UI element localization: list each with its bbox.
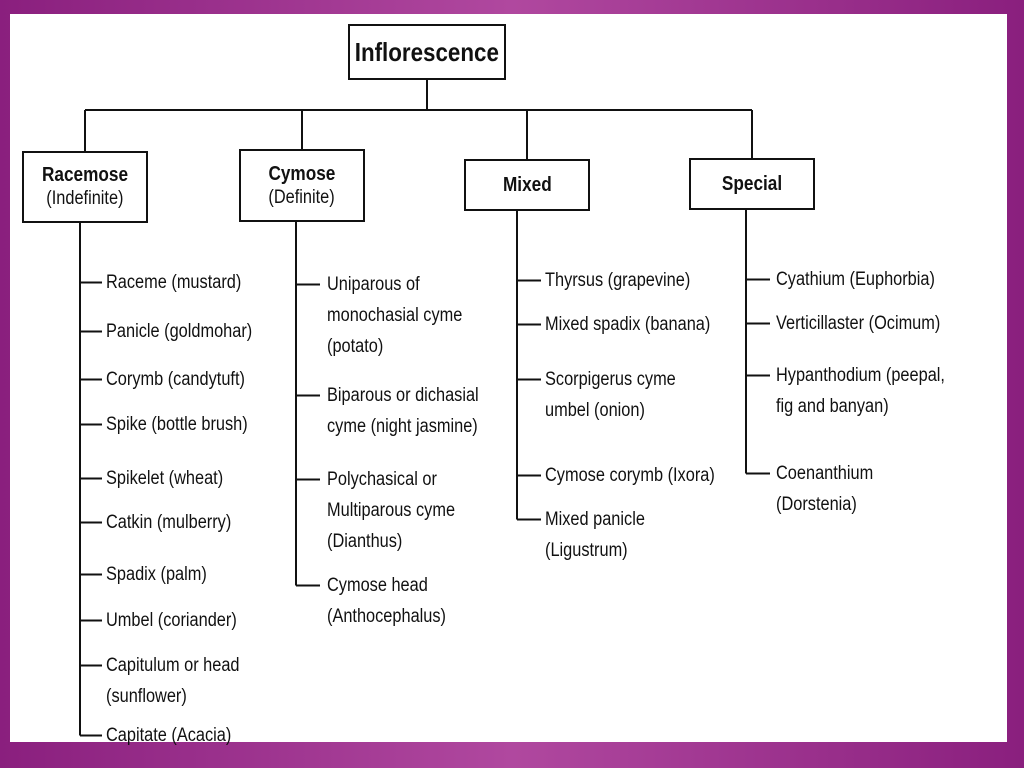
category-name: Cymose [268,162,336,185]
list-item: Catkin (mulberry) [106,512,232,533]
list-item: Cymose head [327,575,428,596]
tree-connectors [79,80,770,737]
list-item: Spike (bottle brush) [106,414,248,435]
list-item: Spadix (palm) [106,564,207,585]
list-item: umbel (onion) [545,400,645,421]
list-item: (Dianthus) [327,531,403,552]
category-subtitle: (Definite) [268,186,336,208]
category-node: Mixed [464,159,590,211]
list-item: cyme (night jasmine) [327,416,478,437]
list-item: Mixed panicle [545,509,645,530]
category-node: Racemose(Indefinite) [22,151,148,223]
list-item: (Dorstenia) [776,494,857,515]
list-item: Cyathium (Euphorbia) [776,269,935,290]
list-item: Spikelet (wheat) [106,468,224,489]
category-name: Special [721,173,783,195]
list-item: Coenanthium [776,463,874,484]
list-item: Capitate (Acacia) [106,725,232,746]
list-item: (Ligustrum) [545,540,628,561]
list-item: fig and banyan) [776,396,889,417]
list-item: Hypanthodium (peepal, [776,365,945,386]
category-name: Mixed [502,174,552,196]
list-item: Mixed spadix (banana) [545,314,711,335]
root-node: Inflorescence [348,24,506,80]
list-item: Verticillaster (Ocimum) [776,313,941,334]
slide-sheet: Inflorescence Racemose(Indefinite) Raceme… [10,14,1007,746]
list-item: Raceme (mustard) [106,272,242,293]
list-item: Biparous or dichasial [327,385,479,406]
list-item: Corymb (candytuft) [106,369,245,390]
list-item: (Anthocephalus) [327,606,447,627]
category-subtitle: (Indefinite) [46,188,124,209]
list-item: monochasial cyme [327,305,463,326]
list-item: (potato) [327,336,384,357]
list-item: Umbel (coriander) [106,610,237,631]
list-item: Polychasical or [327,469,437,490]
list-item: Uniparous of [327,274,420,295]
category-name: Racemose [41,164,129,186]
list-item: (sunflower) [106,686,187,707]
category-node: Cymose(Definite) [239,149,365,222]
list-item: Scorpigerus cyme [545,369,676,390]
root-label: Inflorescence [354,37,500,67]
category-node: Special [689,158,815,210]
list-item: Cymose corymb (Ixora) [545,465,715,486]
list-item: Thyrsus (grapevine) [545,270,691,291]
list-item: Panicle (goldmohar) [106,321,253,342]
list-item: Capitulum or head [106,655,240,676]
list-item: Multiparous cyme [327,500,456,521]
